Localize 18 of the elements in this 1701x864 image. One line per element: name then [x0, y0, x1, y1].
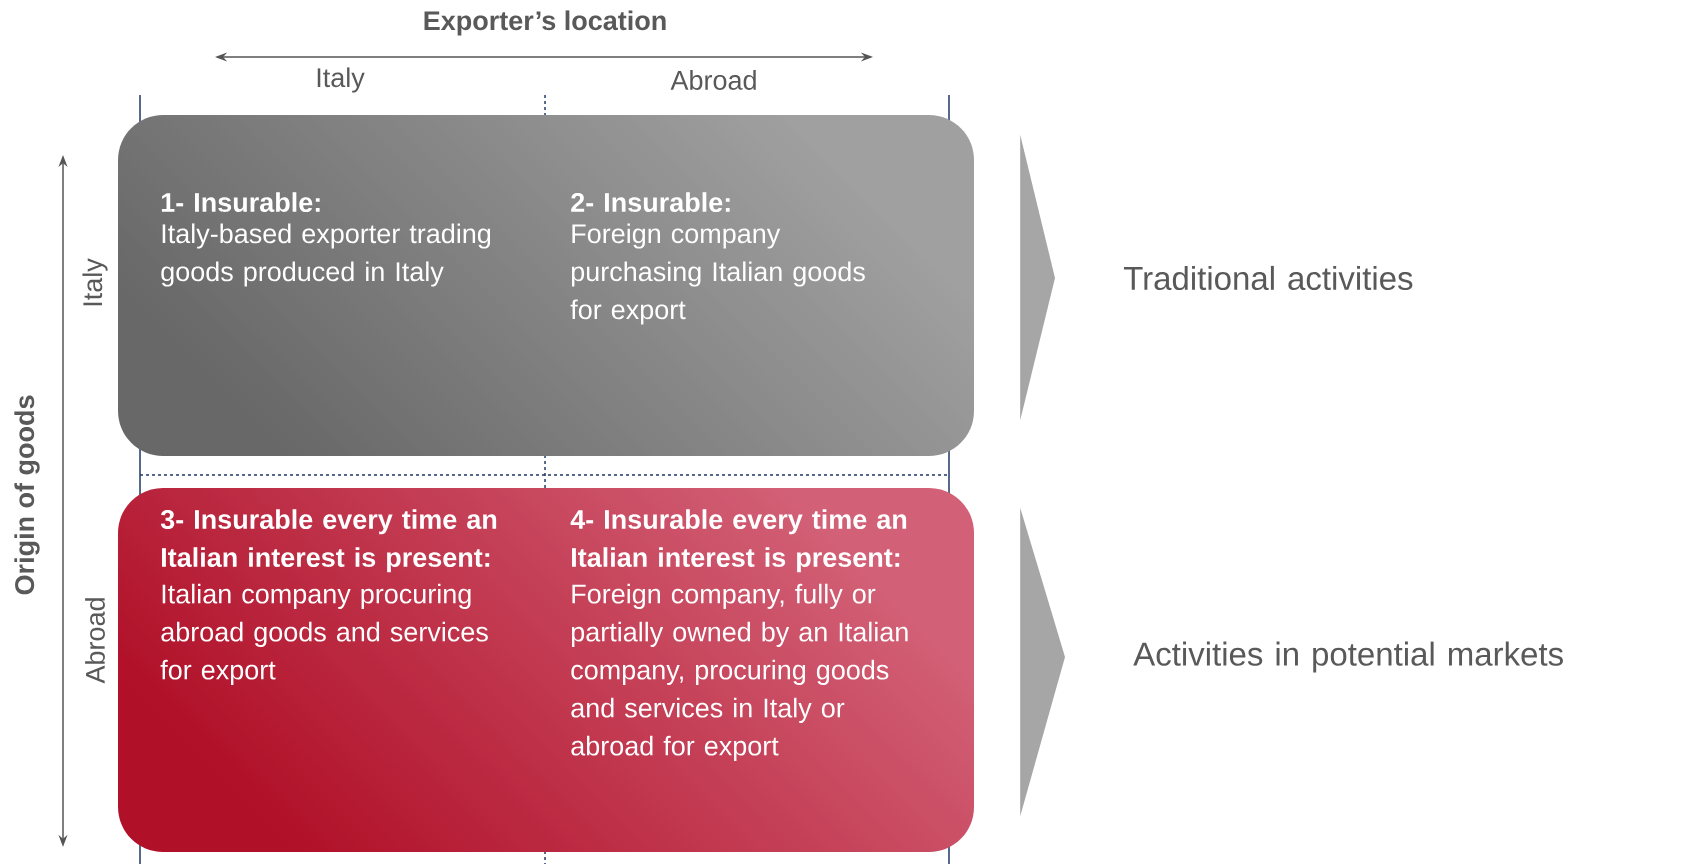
axis-label: Italy [317, 67, 365, 93]
box-heading: 1- Insurable: [161, 192, 320, 213]
axis-title: Exporter’s location [424, 10, 666, 36]
axis-title: Origin of goods [14, 395, 40, 595]
box-heading: 3- Insurable every time an Italian interest is present: [160, 509, 497, 573]
axis-label: Abroad [85, 598, 105, 684]
side-text: Activities in potential markets [1133, 641, 1563, 673]
chevron-arrow [1020, 507, 1065, 817]
box-text: Italian company procuring abroad goods and services for export [160, 583, 488, 685]
axis-label: Italy [82, 258, 108, 306]
side-text: Traditional activities [1123, 265, 1413, 291]
box-heading: 2- Insurable: [571, 192, 730, 213]
box-heading: 4- Insurable every time an Italian interest is present: [570, 509, 907, 573]
box-text: Foreign company, fully or partially owned by an Italian company, procuring goods and services in Italy or abroad for export [571, 583, 908, 761]
box-text: Foreign company purchasing Italian goods for export [570, 223, 865, 325]
axis-label: Abroad [670, 70, 756, 90]
chevron-arrow [1020, 134, 1055, 421]
box-text: Italy-based exporter trading goods produced in Italy [161, 223, 491, 287]
